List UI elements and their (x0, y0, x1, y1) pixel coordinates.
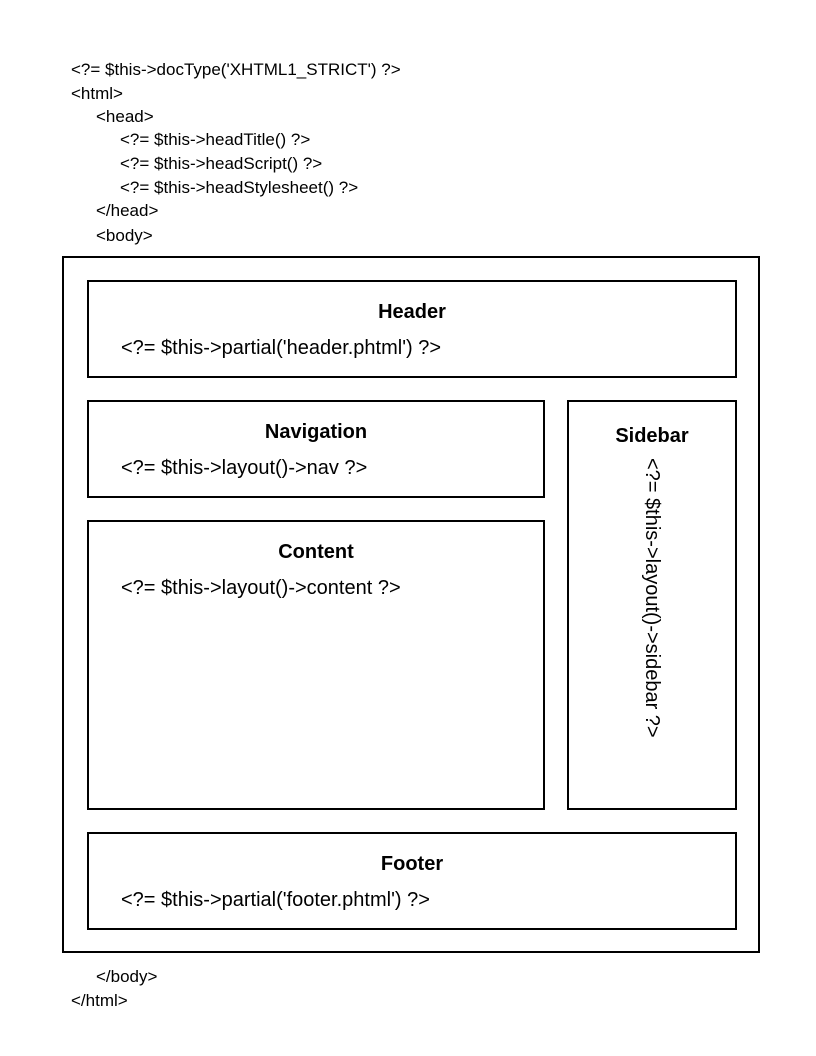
body-close-tag: </body> (96, 967, 158, 986)
head-close-tag: </head> (96, 201, 159, 220)
sidebar-title: Sidebar (615, 425, 689, 447)
content-code: <?= $this->layout()->content ?> (121, 577, 401, 599)
head-open-tag: <head> (96, 107, 154, 126)
body-box: Header <?= $this->partial('header.phtml'… (62, 256, 760, 953)
navigation-box: Navigation <?= $this->layout()->nav ?> (87, 400, 545, 498)
sidebar-code: <?= $this->layout()->sidebar ?> (641, 458, 663, 738)
footer-box: Footer <?= $this->partial('footer.phtml'… (87, 832, 737, 930)
html-close-tag: </html> (71, 991, 128, 1010)
footer-code: <?= $this->partial('footer.phtml') ?> (121, 889, 430, 911)
content-title: Content (278, 541, 354, 563)
header-box: Header <?= $this->partial('header.phtml'… (87, 280, 737, 378)
footer-title: Footer (380, 853, 444, 875)
navigation-code: <?= $this->layout()->nav ?> (121, 457, 368, 479)
content-box: Content <?= $this->layout()->content ?> (87, 520, 545, 810)
body-open-tag: <body> (96, 226, 153, 245)
navigation-title: Navigation (264, 421, 368, 443)
doctype-line: <?= $this->docType('XHTML1_STRICT') ?> (71, 60, 401, 79)
html-open-tag: <html> (71, 84, 123, 103)
header-code: <?= $this->partial('header.phtml') ?> (121, 337, 442, 359)
sidebar-box: Sidebar <?= $this->layout()->sidebar ?> (567, 400, 737, 810)
head-script-line: <?= $this->headScript() ?> (120, 154, 323, 173)
header-title: Header (378, 301, 446, 323)
head-stylesheet-line: <?= $this->headStylesheet() ?> (120, 178, 359, 197)
head-title-line: <?= $this->headTitle() ?> (120, 130, 311, 149)
